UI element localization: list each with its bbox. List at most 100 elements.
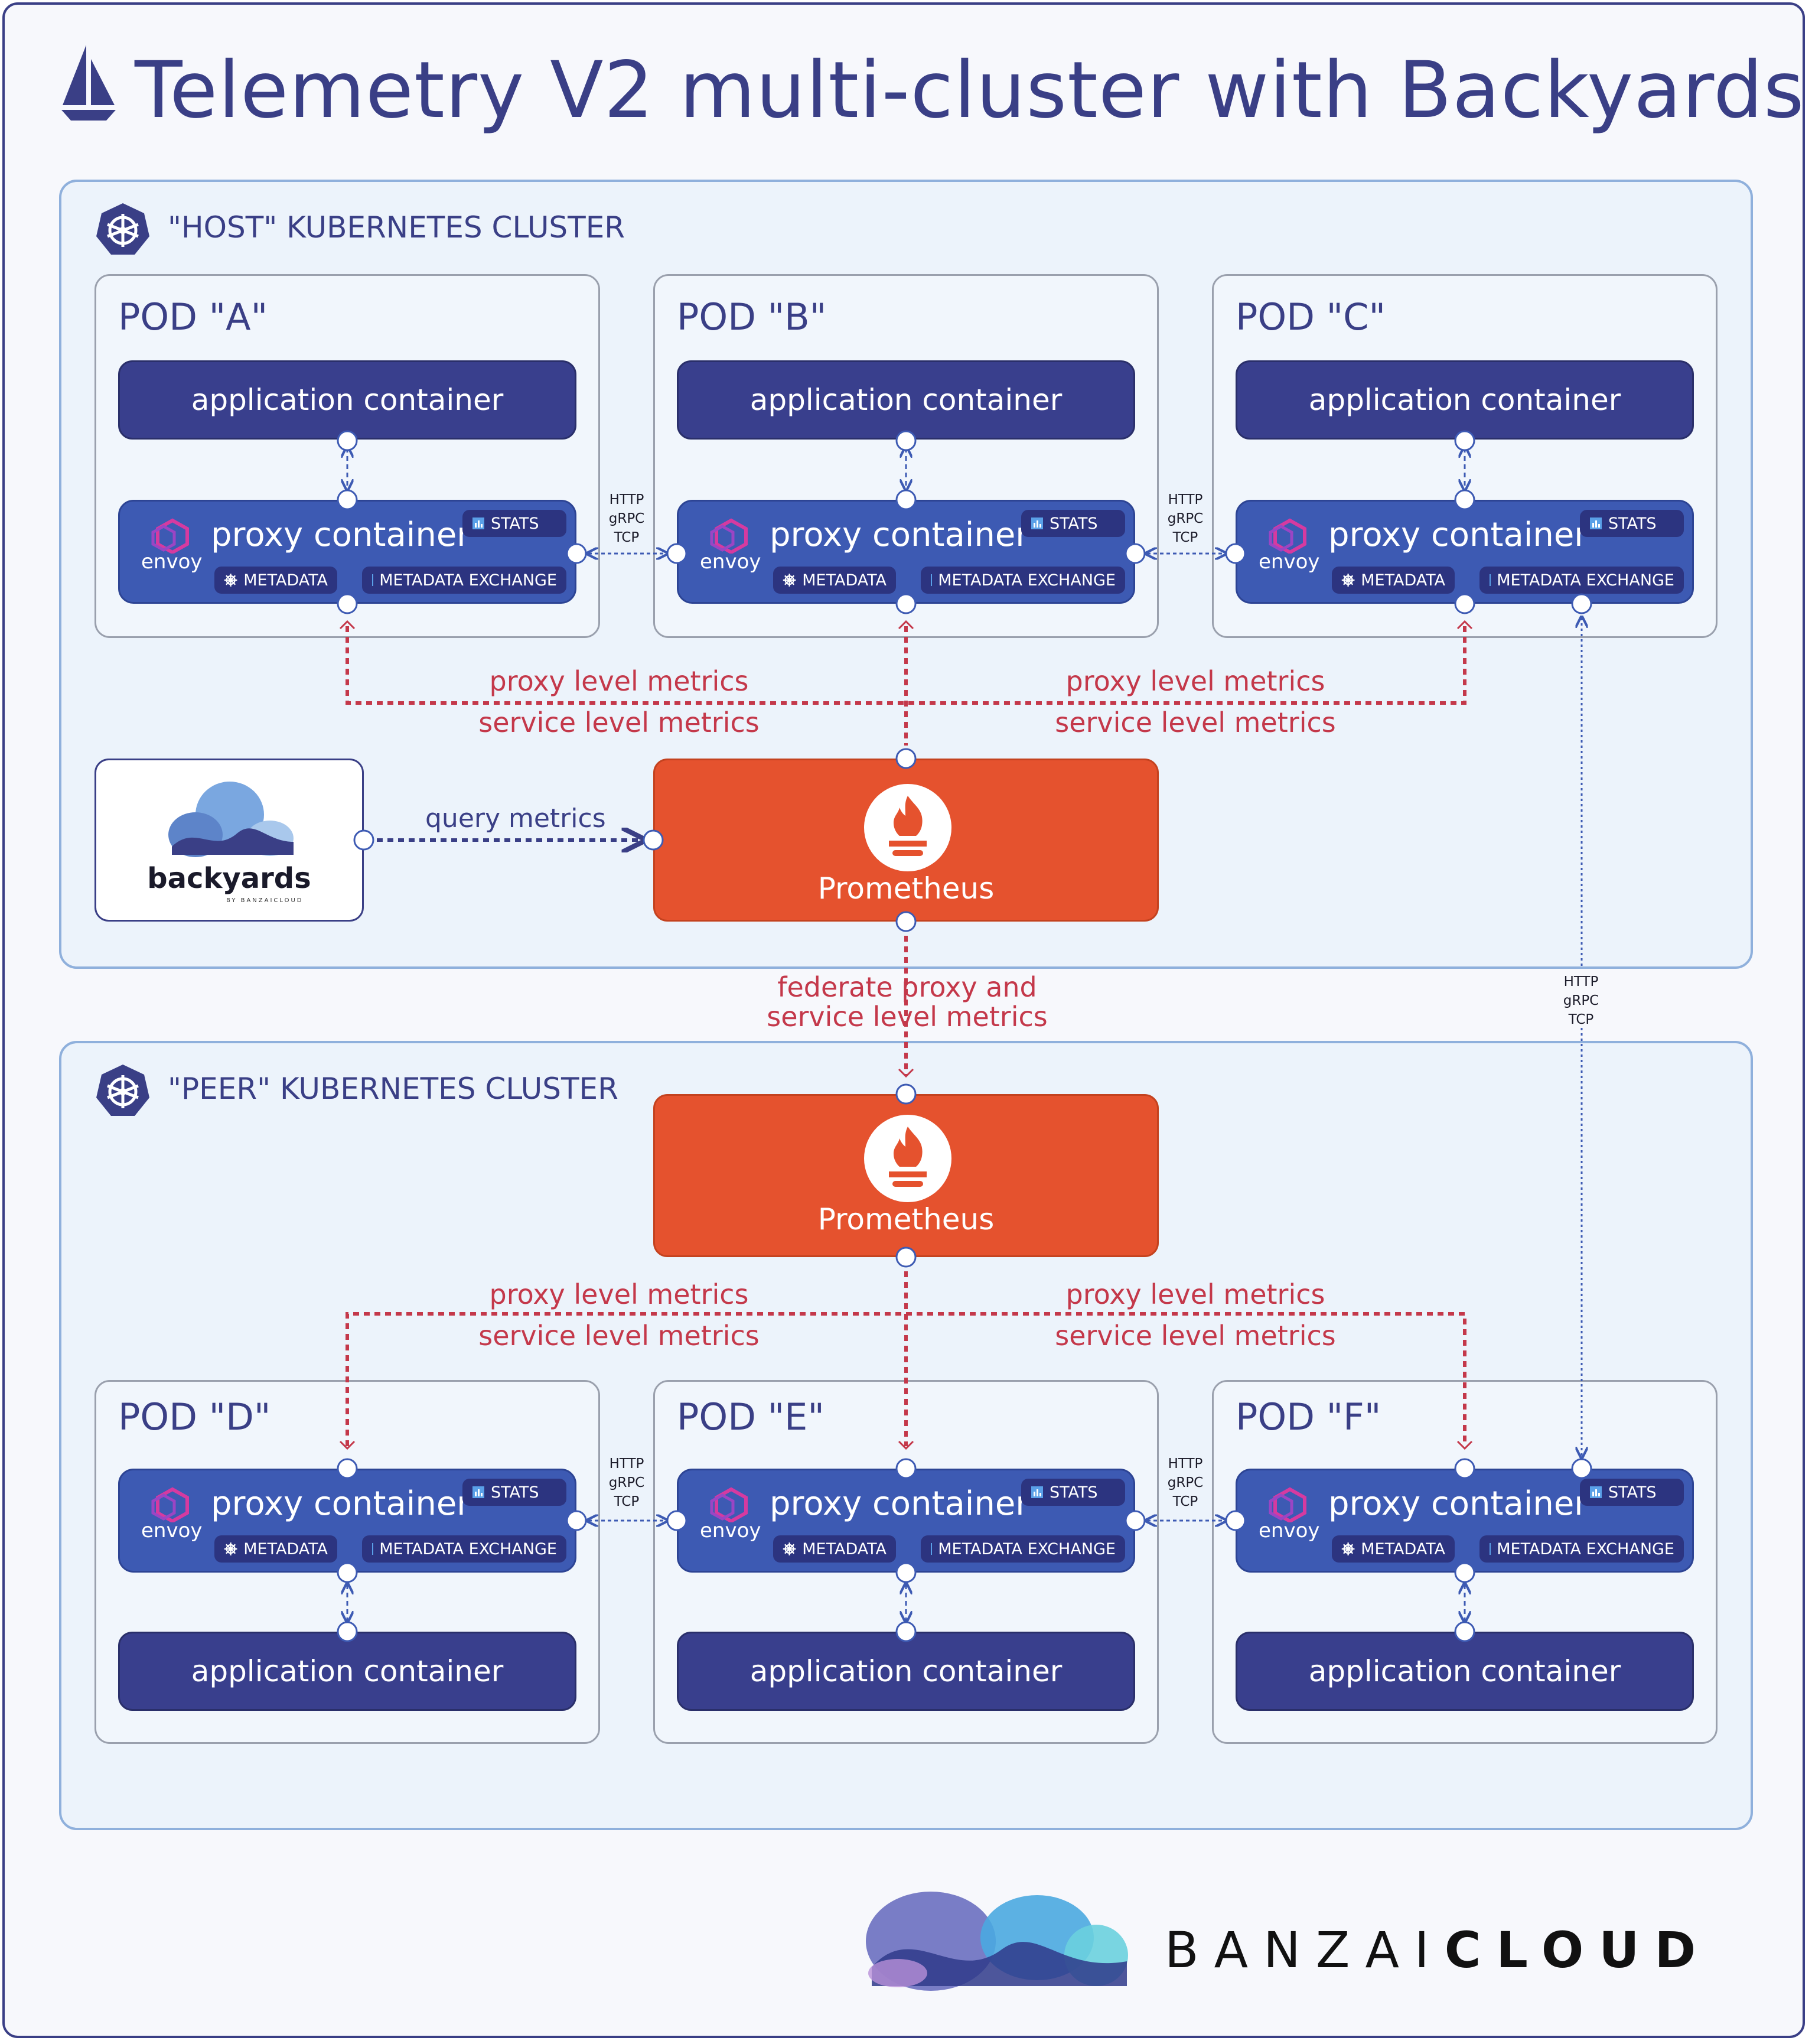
metadata-exchange-badge: METADATA EXCHANGE	[362, 567, 566, 594]
arrowhead	[898, 1068, 914, 1078]
proxy-container-label: proxy container	[1328, 1485, 1588, 1523]
proxy-container-label: proxy container	[211, 1485, 471, 1523]
pod-title: POD "B"	[677, 295, 827, 339]
prometheus-icon	[864, 784, 951, 871]
arrowhead	[898, 1440, 914, 1450]
stats-icon	[1490, 1543, 1491, 1555]
proxy-metrics-label: proxy level metrics	[1065, 665, 1325, 697]
proxy-container: envoy proxy container STATS METADATA MET…	[118, 1469, 576, 1573]
stats-icon	[1031, 1486, 1043, 1498]
application-container: application container	[1236, 1632, 1694, 1711]
proxy-metrics-label: proxy level metrics	[489, 665, 749, 697]
pod-title: POD "E"	[677, 1395, 824, 1438]
envoy-label: envoy	[141, 550, 203, 574]
envoy-icon	[710, 518, 748, 554]
metadata-exchange-badge: METADATA EXCHANGE	[921, 1535, 1125, 1563]
proxy-metrics-label: proxy level metrics	[489, 1278, 749, 1310]
metadata-exchange-badge: METADATA EXCHANGE	[921, 567, 1125, 594]
pod-title: POD "A"	[118, 295, 268, 339]
stats-badge: STATS	[1021, 1479, 1125, 1506]
stats-icon	[1490, 574, 1491, 586]
proxy-container-label: proxy container	[1328, 516, 1588, 554]
stats-icon	[472, 517, 484, 529]
stats-icon	[931, 574, 933, 586]
helm-icon	[1341, 1542, 1355, 1555]
envoy-icon	[151, 1487, 189, 1522]
metadata-exchange-badge: METADATA EXCHANGE	[362, 1535, 566, 1563]
metadata-exchange-badge: METADATA EXCHANGE	[1479, 1535, 1684, 1563]
proxy-container-label: proxy container	[770, 1485, 1029, 1523]
backyards-box: backyards BY BANZAICLOUD	[94, 759, 364, 922]
prometheus-peer: Prometheus	[653, 1094, 1159, 1257]
helm-icon	[783, 574, 796, 587]
stats-badge: STATS	[1021, 510, 1125, 537]
stats-badge: STATS	[462, 510, 566, 537]
envoy-icon	[1269, 1487, 1306, 1522]
federate-label-line2: service level metrics	[767, 1001, 1048, 1033]
proxy-metrics-label: proxy level metrics	[1065, 1278, 1325, 1310]
stats-icon	[372, 574, 374, 586]
pod-title: POD "D"	[118, 1395, 271, 1438]
arrowhead	[339, 620, 356, 630]
helm-icon	[783, 1542, 796, 1555]
arrowhead	[339, 1440, 356, 1450]
page-title: Telemetry V2 multi-cluster with Backyard…	[135, 45, 1805, 136]
application-container: application container	[677, 1632, 1135, 1711]
proxy-container-label: proxy container	[770, 516, 1029, 554]
prometheus-label: Prometheus	[817, 871, 995, 906]
proxy-container-label: proxy container	[211, 516, 471, 554]
sail-logo-icon	[61, 45, 116, 121]
metadata-badge: METADATA	[773, 1535, 896, 1563]
envoy-label: envoy	[141, 1519, 203, 1542]
helm-icon	[224, 574, 237, 587]
stats-badge: STATS	[1580, 1479, 1684, 1506]
stats-icon	[1590, 1486, 1602, 1498]
banzaicloud-logo-icon	[866, 1892, 1128, 1991]
service-metrics-label: service level metrics	[1055, 1320, 1336, 1352]
helm-icon	[1341, 574, 1355, 587]
query-metrics-label: query metrics	[425, 803, 606, 834]
envoy-icon	[710, 1487, 748, 1522]
envoy-label: envoy	[700, 550, 761, 574]
application-container: application container	[677, 360, 1135, 440]
stats-icon	[1590, 517, 1602, 529]
envoy-label: envoy	[700, 1519, 761, 1542]
stats-badge: STATS	[462, 1479, 566, 1506]
prometheus-host: Prometheus	[653, 759, 1159, 922]
backyards-byline: BY BANZAICLOUD	[226, 897, 304, 904]
proxy-container: envoy proxy container STATS METADATA MET…	[1236, 500, 1694, 604]
prometheus-label: Prometheus	[817, 1202, 995, 1236]
pod-title: POD "F"	[1236, 1395, 1381, 1438]
metadata-badge: METADATA	[214, 567, 337, 594]
stats-icon	[1031, 517, 1043, 529]
stats-icon	[472, 1486, 484, 1498]
application-container: application container	[118, 360, 576, 440]
kubernetes-icon	[96, 203, 149, 255]
envoy-icon	[1269, 518, 1306, 554]
metadata-badge: METADATA	[1332, 1535, 1455, 1563]
host-cluster-label: "HOST" KUBERNETES CLUSTER	[168, 210, 625, 245]
service-metrics-label: service level metrics	[478, 1320, 760, 1352]
metadata-badge: METADATA	[214, 1535, 337, 1563]
backyards-cloud-icon	[168, 782, 294, 857]
backyards-label: backyards	[147, 862, 311, 895]
arrowhead	[1456, 620, 1473, 630]
kubernetes-icon	[96, 1065, 149, 1116]
metadata-exchange-badge: METADATA EXCHANGE	[1479, 567, 1684, 594]
metadata-badge: METADATA	[773, 567, 896, 594]
prometheus-icon	[864, 1115, 951, 1202]
application-container: application container	[118, 1632, 576, 1711]
arrowhead	[1456, 1440, 1473, 1450]
metadata-badge: METADATA	[1332, 567, 1455, 594]
stats-icon	[931, 1543, 933, 1555]
stats-icon	[372, 1543, 374, 1555]
envoy-icon	[151, 518, 189, 554]
banzaicloud-wordmark: BANZAICLOUD	[1165, 1921, 1712, 1979]
service-metrics-label: service level metrics	[478, 707, 760, 738]
